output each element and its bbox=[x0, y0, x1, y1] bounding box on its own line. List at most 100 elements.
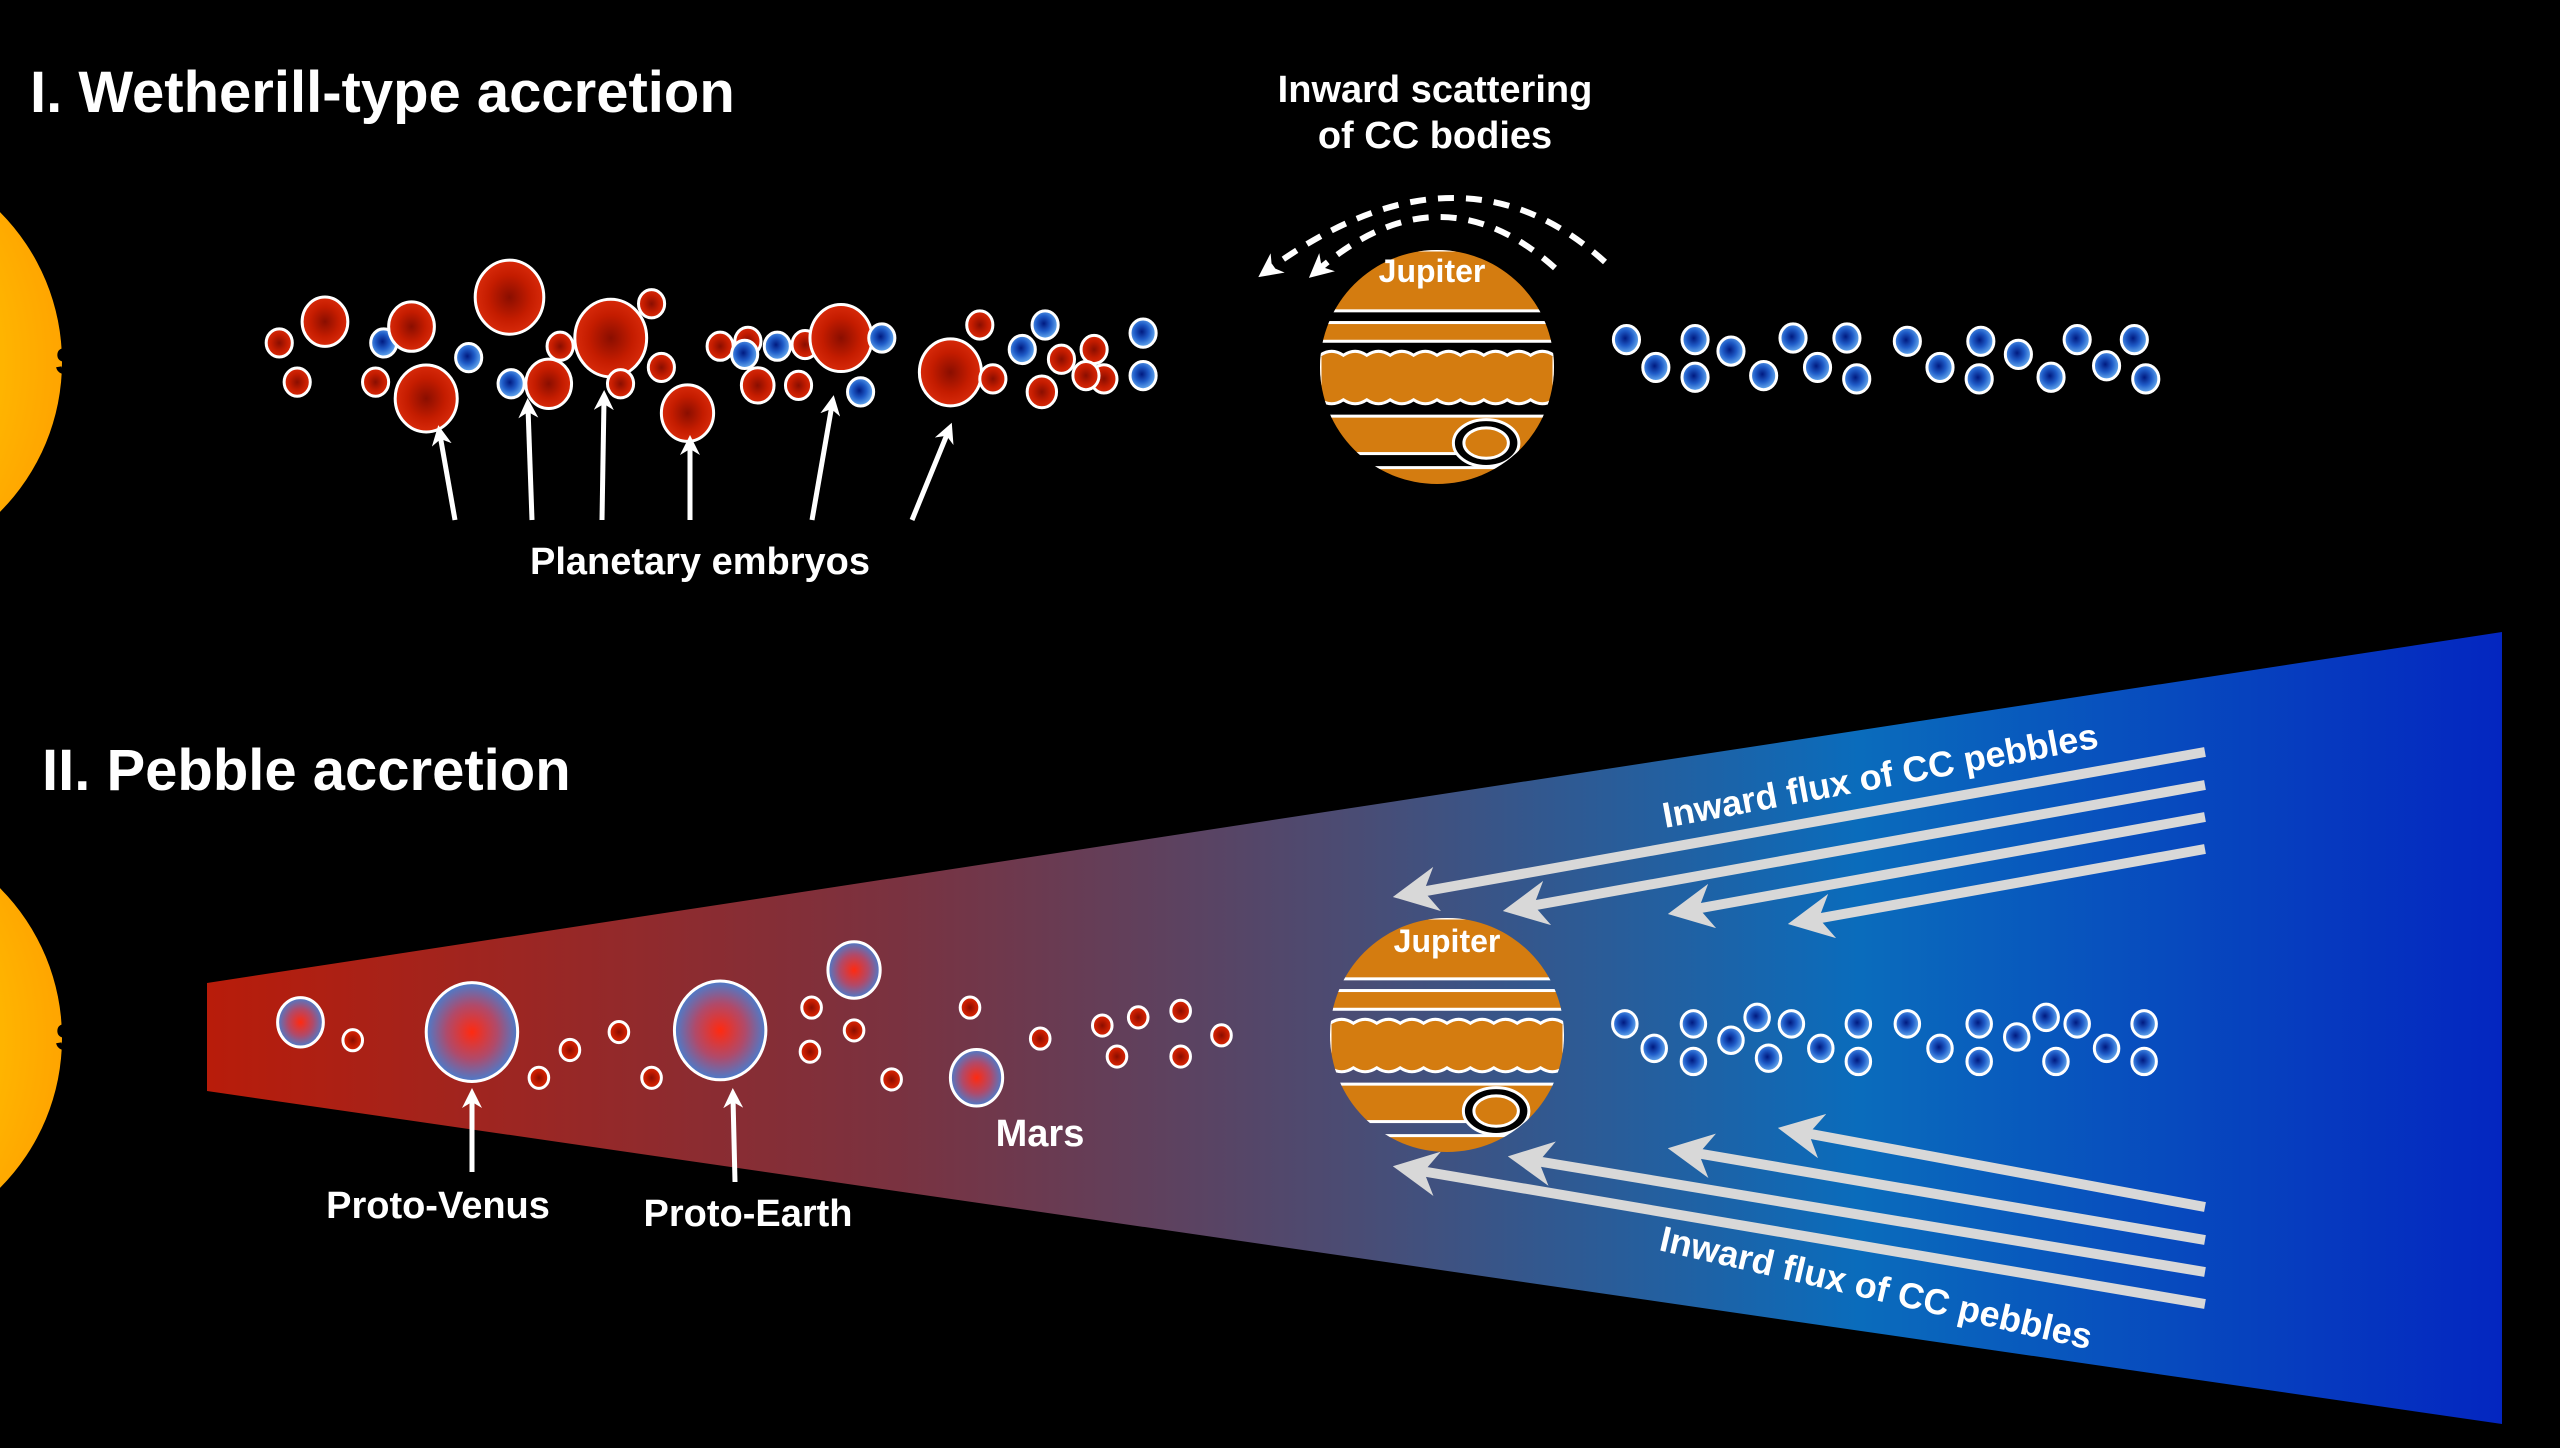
nc-body bbox=[978, 363, 1008, 395]
cc-body bbox=[1680, 361, 1710, 393]
cc-body bbox=[496, 368, 526, 400]
cc-body bbox=[1717, 1025, 1745, 1055]
embryo-arrow bbox=[593, 390, 614, 521]
cc-body bbox=[1743, 1002, 1771, 1033]
nc-body bbox=[607, 1019, 631, 1045]
cc-body bbox=[762, 330, 792, 362]
cc-body bbox=[1892, 325, 1922, 357]
nc-body bbox=[264, 327, 294, 359]
cc-body bbox=[1965, 1009, 1993, 1039]
cc-body bbox=[1611, 324, 1642, 356]
protoplanet bbox=[424, 981, 520, 1083]
cc-body bbox=[2036, 361, 2066, 393]
cc-body bbox=[730, 338, 760, 370]
cc-body bbox=[1030, 309, 1060, 341]
flux-arrow bbox=[1502, 780, 2206, 926]
sun-top: Sun bbox=[0, 212, 127, 512]
nc-body bbox=[473, 258, 546, 336]
cc-body bbox=[2003, 338, 2033, 370]
scatter-label-line1: Inward scattering bbox=[1278, 69, 1593, 111]
jupiter-band bbox=[1320, 321, 1554, 343]
nc-body bbox=[640, 1065, 663, 1090]
cc-body bbox=[846, 376, 876, 408]
cc-body bbox=[1926, 1033, 1954, 1064]
jupiter-band bbox=[1330, 989, 1564, 1011]
cc-body bbox=[1966, 325, 1996, 357]
nc-body bbox=[1210, 1023, 1233, 1048]
cc-body bbox=[1925, 351, 1955, 384]
jupiter-label-top: Jupiter bbox=[1379, 253, 1486, 289]
nc-body bbox=[558, 1037, 582, 1063]
cc-body bbox=[1777, 1009, 1806, 1039]
cc-body bbox=[2003, 1022, 2031, 1052]
cc-body bbox=[1749, 359, 1779, 392]
jupiter-band bbox=[1320, 466, 1554, 484]
cc-body bbox=[1716, 335, 1746, 367]
cc-body bbox=[1679, 1046, 1708, 1077]
nc-body bbox=[1025, 374, 1059, 410]
flux-arrow bbox=[1667, 812, 2206, 929]
nc-body bbox=[1169, 998, 1192, 1023]
cc-body bbox=[2130, 1046, 2158, 1077]
nc-body bbox=[800, 995, 823, 1020]
inner-disk-bodies bbox=[276, 940, 1233, 1108]
cc-body bbox=[1640, 1033, 1668, 1064]
cc-body bbox=[1965, 1046, 1993, 1077]
cc-body bbox=[2063, 1009, 2091, 1039]
nc-body bbox=[361, 366, 391, 398]
cc-body bbox=[1842, 363, 1872, 395]
nc-body bbox=[573, 297, 649, 379]
embryo-arrow bbox=[518, 398, 539, 521]
protoplanet bbox=[826, 940, 882, 1000]
great-red-spot bbox=[1472, 1094, 1520, 1128]
cc-body bbox=[1964, 363, 1994, 395]
mars-label: Mars bbox=[996, 1113, 1085, 1155]
nc-body bbox=[524, 357, 574, 410]
cc-body bbox=[1611, 1009, 1639, 1039]
planetary-embryos bbox=[264, 258, 1158, 443]
embryo-arrow bbox=[431, 425, 458, 521]
jupiter-band-wavy bbox=[1330, 1017, 1564, 1074]
jupiter-band-wavy bbox=[1320, 349, 1554, 406]
protoplanet bbox=[276, 996, 325, 1049]
nc-body bbox=[282, 366, 312, 398]
flux-arrow bbox=[1777, 1113, 2206, 1212]
proto-earth-label: Proto-Earth bbox=[644, 1193, 853, 1235]
embryo-pointer-arrows bbox=[431, 390, 954, 521]
sun-label: Sun bbox=[55, 1017, 127, 1059]
nc-body bbox=[341, 1028, 365, 1053]
flux-arrow bbox=[1507, 1141, 2206, 1277]
nc-body bbox=[1126, 1005, 1150, 1030]
flux-arrow bbox=[1667, 1133, 2206, 1245]
nc-body bbox=[527, 1065, 551, 1090]
cc-body bbox=[1778, 322, 1808, 354]
cc-body bbox=[1802, 351, 1833, 384]
cc-body bbox=[1679, 1009, 1708, 1039]
cc-body bbox=[1128, 317, 1158, 349]
sun-label: Sun bbox=[55, 341, 127, 383]
nc-body bbox=[659, 383, 716, 443]
cc-body bbox=[2130, 1009, 2158, 1039]
nc-body bbox=[798, 1039, 822, 1064]
cc-body bbox=[1844, 1046, 1873, 1077]
proto-earth-arrow bbox=[723, 1088, 744, 1183]
nc-body bbox=[1105, 1044, 1129, 1069]
pebble-flux-arrows-bottom bbox=[1392, 1113, 2206, 1309]
nc-body bbox=[646, 351, 676, 384]
cc-body bbox=[1680, 324, 1710, 356]
nc-body bbox=[545, 330, 575, 362]
sun-bottom: Sun bbox=[0, 888, 127, 1188]
nc-body bbox=[387, 300, 436, 353]
cc-body bbox=[1128, 359, 1158, 392]
cc-pebbles-bottom bbox=[1611, 1002, 2158, 1077]
cc-body bbox=[1007, 333, 1037, 366]
cc-body bbox=[2062, 324, 2092, 356]
great-red-spot bbox=[1462, 426, 1510, 460]
embryo-arrow bbox=[909, 422, 954, 521]
proto-arrows bbox=[462, 1088, 744, 1183]
flux-arrow bbox=[1392, 1151, 2206, 1309]
scatter-arrow-inner bbox=[1308, 214, 1558, 278]
nc-body bbox=[842, 1018, 866, 1043]
sun-icon bbox=[0, 888, 62, 1188]
